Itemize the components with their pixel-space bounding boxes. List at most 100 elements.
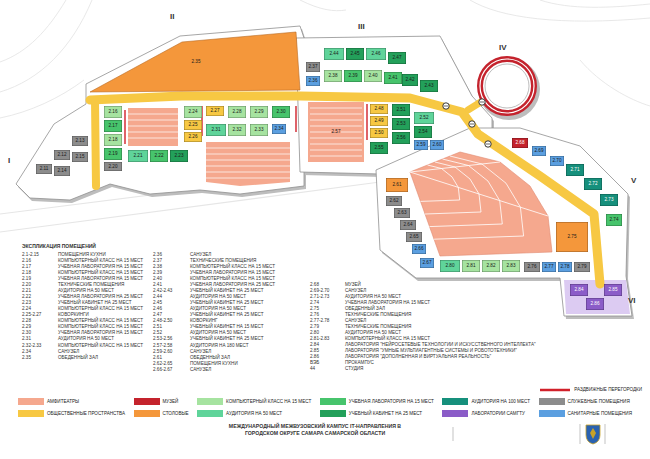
legend-swatch bbox=[442, 410, 468, 417]
table-cell-number: 2.36 bbox=[153, 252, 162, 258]
table-cell-number: 2.61 bbox=[153, 355, 162, 361]
table-cell-number: 2.47 bbox=[153, 312, 162, 318]
table-cell-text: УЧЕБНЫЙ КАБИНЕТ НА 25 МЕСТ bbox=[190, 300, 263, 306]
table-cell-text: САНУЗЕЛ bbox=[190, 349, 211, 355]
table-cell-text: УЧЕБНЫЙ КАБИНЕТ НА 25 МЕСТ bbox=[190, 312, 263, 318]
table-cell-number: 2.84 bbox=[310, 342, 319, 348]
table-cell-number: 2.76 bbox=[310, 312, 319, 318]
legend-text: СЛУЖЕБНЫЕ ПОМЕЩЕНИЯ bbox=[568, 399, 630, 405]
room-box: 2.18 bbox=[104, 134, 122, 146]
room-box: 2.75 bbox=[556, 222, 588, 252]
room-box: 2.31 bbox=[206, 124, 226, 136]
room-box: 2.49 bbox=[370, 116, 388, 126]
room-number: 2.41 bbox=[389, 75, 398, 80]
room-number: 2.48 bbox=[375, 106, 384, 111]
room-number: 2.75 bbox=[568, 234, 577, 239]
room-number: 2.76 bbox=[528, 264, 537, 269]
table-cell-number: 2.42-2.43 bbox=[153, 288, 172, 294]
room-box: 2.15 bbox=[72, 152, 88, 162]
table-cell-number: 2.46 bbox=[153, 306, 162, 312]
table-cell-number: 2.57-2.58 bbox=[153, 343, 172, 349]
room-number: 2.62 bbox=[390, 198, 399, 203]
table-cell-text: ОБЕДЕННЫЙ ЗАЛ bbox=[190, 355, 230, 361]
room-number: 2.30 bbox=[277, 109, 286, 114]
room-box: 2.27 bbox=[206, 106, 224, 116]
room-number: 2.63 bbox=[398, 210, 407, 215]
table-cell-text: САНУЗЕЛ bbox=[345, 318, 545, 324]
room-number: 2.36 bbox=[309, 78, 318, 83]
room-box: 2.68 bbox=[512, 138, 528, 148]
room-number: 2.84 bbox=[575, 287, 584, 292]
room-box: 2.23 bbox=[170, 150, 188, 162]
room-number: 2.29 bbox=[255, 109, 264, 114]
table-cell-text: УЧЕБНЫЙ КАБИНЕТ НА 25 МЕСТ bbox=[58, 300, 131, 306]
room-number: 2.65 bbox=[410, 234, 419, 239]
room-number: 2.85 bbox=[609, 287, 618, 292]
room-number: 2.32 bbox=[233, 127, 242, 132]
room-box: 2.66 bbox=[412, 244, 426, 254]
table-cell-number: 2.48-2.50 bbox=[153, 318, 172, 324]
room-box: 2.59 bbox=[414, 140, 428, 150]
roman-numeral: VI bbox=[628, 296, 636, 306]
table-cell-number: 2.37 bbox=[153, 258, 162, 264]
room-box: 2.47 bbox=[388, 52, 406, 64]
room-number: 2.51 bbox=[397, 107, 406, 112]
room-number: 2.82 bbox=[487, 263, 496, 268]
table-cell-text: АУДИТОРИЯ НА 50 МЕСТ bbox=[58, 336, 114, 342]
legend-text: АУДИТОРИЯ НА 100 МЕСТ bbox=[471, 399, 530, 405]
legend-swatch bbox=[18, 410, 44, 417]
room-box: 2.80 bbox=[440, 260, 460, 272]
dining-hall-shape bbox=[90, 32, 300, 92]
room-number: 2.74 bbox=[610, 217, 619, 222]
room-box: 2.71 bbox=[566, 164, 584, 176]
room-number: 2.33 bbox=[255, 127, 264, 132]
table-cell-number: 2.21 bbox=[22, 288, 31, 294]
room-number: 2.24 bbox=[189, 109, 198, 114]
table-cell-text: ЛАБОРАТОРИЯ "НЕЙРОСЕТЕВЫЕ ТЕХНОЛОГИИ И И… bbox=[345, 342, 545, 348]
room-number: 2.80 bbox=[446, 263, 455, 268]
amphitheatre-row bbox=[310, 156, 362, 157]
table-cell-text: ТЕХНИЧЕСКИЕ ПОМЕЩЕНИЯ bbox=[345, 324, 545, 330]
room-number: 2.25 bbox=[189, 122, 198, 127]
legend-swatch bbox=[134, 398, 160, 405]
legend-text: САНИТАРНЫЕ ПОМЕЩЕНИЯ bbox=[568, 411, 632, 417]
table-cell-text: КОМПЬЮТЕРНЫЙ КЛАСС НА 15 МЕСТ bbox=[58, 324, 143, 330]
amphitheatre-row bbox=[310, 150, 362, 151]
room-box: 2.40 bbox=[364, 70, 382, 82]
table-cell-number: 2.69-2.70 bbox=[310, 288, 329, 294]
table-cell-number: 2.41 bbox=[153, 282, 162, 288]
table-cell-number: 2.71-2.73 bbox=[310, 294, 329, 300]
room-number: 2.50 bbox=[375, 130, 384, 135]
room-box: 2.85 bbox=[604, 284, 622, 296]
table-cell-number: 2.44 bbox=[153, 294, 162, 300]
room-number: 2.52 bbox=[420, 115, 429, 120]
room-number: 2.13 bbox=[76, 138, 85, 143]
amphitheatre-shape bbox=[308, 102, 364, 162]
room-box: 2.83 bbox=[502, 260, 520, 272]
room-box: 2.69 bbox=[532, 146, 546, 156]
table-cell-number: 2.31 bbox=[22, 336, 31, 342]
table-cell-number: 2.17 bbox=[22, 264, 31, 270]
room-box: 2.34 bbox=[272, 124, 286, 134]
room-box: 2.25 bbox=[184, 120, 202, 130]
table-cell-number: 2.29 bbox=[22, 324, 31, 330]
roman-numeral: IV bbox=[499, 43, 507, 53]
room-box: 2.55 bbox=[370, 142, 388, 154]
room-box: 2.57 bbox=[308, 102, 364, 162]
room-box: 2.74 bbox=[606, 214, 622, 226]
room-box: 2.36 bbox=[306, 76, 320, 86]
room-box: 2.70 bbox=[550, 156, 564, 166]
room-number: 2.38 bbox=[329, 73, 338, 78]
room-number: 2.55 bbox=[375, 145, 384, 150]
legend-line-sample bbox=[540, 387, 570, 393]
room-box: 2.52 bbox=[414, 112, 434, 124]
room-number: 2.34 bbox=[275, 126, 284, 131]
table-cell-number: 2.39 bbox=[153, 270, 162, 276]
table-cell-text: КОМПЬЮТЕРНЫЙ КЛАСС НА 15 МЕСТ bbox=[345, 336, 545, 342]
table-cell-number: 2.25-2.27 bbox=[22, 312, 41, 318]
room-number: 2.40 bbox=[369, 73, 378, 78]
table-cell-text: ПОМЕЩЕНИЯ КУХНИ bbox=[58, 252, 106, 258]
room-number: 2.66 bbox=[415, 246, 424, 251]
table-cell-text: ТЕХНИЧЕСКИЕ ПОМЕЩЕНИЯ bbox=[190, 258, 256, 264]
